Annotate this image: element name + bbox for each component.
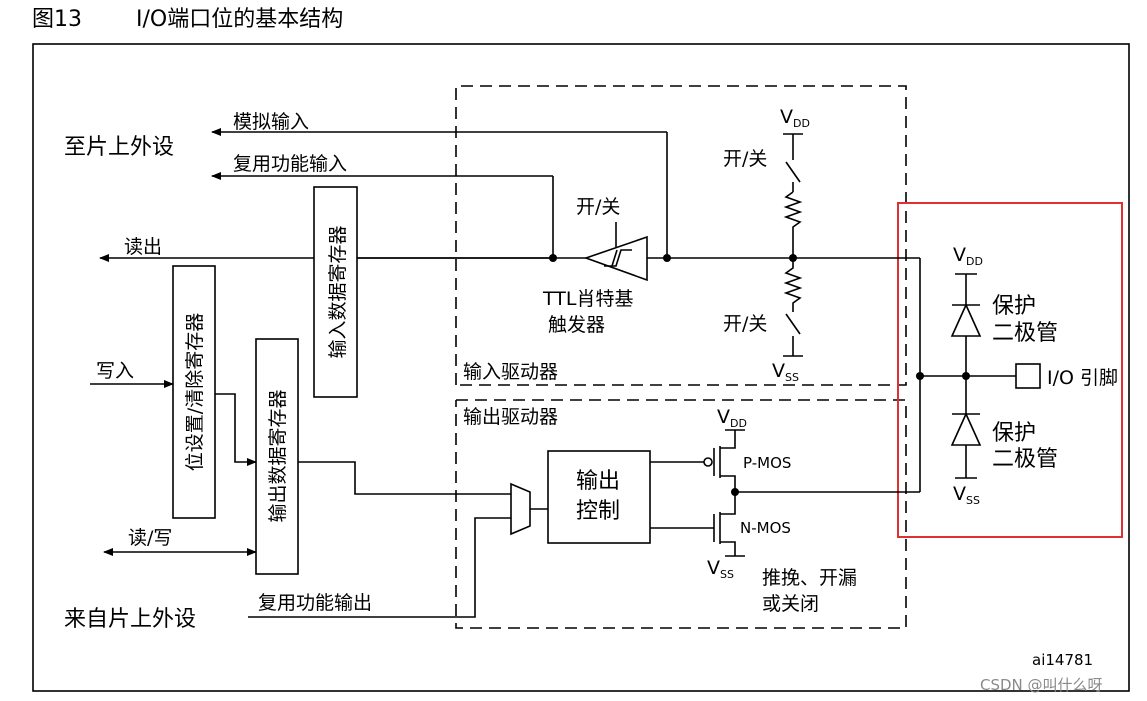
bit-set-reset-register — [172, 265, 216, 519]
pull-down-vss-label: VSS — [772, 360, 799, 384]
from-onchip-peripheral-label: 来自片上外设 — [64, 607, 196, 632]
input-driver-label: 输入驱动器 — [463, 361, 558, 383]
bit-set-reset-register-label: 位设置/清除寄存器 — [184, 313, 206, 471]
pmos-source — [720, 430, 736, 449]
pull-up-vdd-label: VDD — [780, 106, 810, 130]
input-data-register-label: 输入数据寄存器 — [327, 225, 349, 358]
output-mode-line2: 或关闭 — [762, 593, 819, 615]
schmitt-switch-label: 开/关 — [576, 196, 620, 218]
pull-up-switch-label: 开/关 — [723, 148, 767, 170]
protection-diode-top — [950, 303, 982, 337]
schmitt-trigger — [583, 235, 648, 282]
output-control-block — [547, 450, 651, 544]
protection-top-label-line2: 二极管 — [992, 321, 1058, 346]
to-onchip-peripheral-label: 至片上外设 — [64, 135, 174, 160]
protection-bottom-label-line2: 二极管 — [992, 447, 1058, 472]
output-data-register-label: 输出数据寄存器 — [267, 389, 289, 522]
pull-up-switch — [785, 161, 801, 183]
pmos-label: P-MOS — [743, 454, 791, 472]
output-control-line1: 输出 — [576, 469, 620, 494]
af-output-line — [248, 517, 511, 618]
pmos-vdd-label: VDD — [717, 406, 747, 430]
output-register-to-mux-line — [298, 461, 511, 495]
protection-diode-bottom — [950, 412, 982, 446]
protection-vss-label: VSS — [953, 483, 980, 507]
csdn-watermark: CSDN @叫什么呀 — [980, 676, 1103, 694]
pmos-gate-bubble — [703, 457, 713, 467]
schmitt-hysteresis-icon — [604, 249, 632, 267]
read-write-label: 读/写 — [128, 527, 172, 549]
output-mode-line1: 推挽、开漏 — [762, 567, 857, 589]
nmos-label: N-MOS — [740, 519, 791, 537]
af-output-label: 复用功能输出 — [258, 592, 372, 614]
nmos-source — [720, 541, 736, 556]
protection-top-label-line1: 保护 — [992, 294, 1036, 319]
pull-down-resistor — [783, 258, 803, 312]
schmitt-name-line1: TTL肖特基 — [542, 288, 633, 310]
pull-up-resistor — [783, 191, 803, 258]
schmitt-name-line2: 触发器 — [548, 314, 605, 336]
af-input-label: 复用功能输入 — [233, 153, 347, 175]
figure-frame — [32, 43, 1130, 692]
input-data-register — [313, 186, 358, 398]
figure-title: I/O端口位的基本结构 — [136, 7, 343, 32]
read-label: 读出 — [124, 236, 162, 258]
bit-set-to-output-register-line — [215, 393, 257, 466]
output-mux — [510, 482, 531, 536]
protection-bottom-label-line1: 保护 — [992, 421, 1036, 446]
write-label: 写入 — [96, 360, 134, 382]
protection-highlight-box — [897, 202, 1123, 538]
output-driver-label: 输出驱动器 — [463, 406, 558, 428]
figure-number: 图13 — [32, 7, 82, 32]
nmos-vss-label: VSS — [707, 557, 734, 581]
output-data-register — [255, 338, 299, 575]
input-driver-region — [455, 85, 907, 386]
output-control-line2: 控制 — [576, 499, 620, 524]
pull-down-switch-label: 开/关 — [723, 313, 767, 335]
analog-input-label: 模拟输入 — [233, 111, 309, 133]
junction-analog-input — [663, 254, 671, 262]
junction-pin-left — [916, 372, 924, 380]
io-pin-pad — [1015, 363, 1041, 389]
io-pin-label: I/O 引脚 — [1047, 367, 1118, 389]
pull-down-switch — [785, 313, 801, 335]
protection-vdd-label: VDD — [953, 244, 983, 268]
output-driver-region — [455, 399, 907, 629]
figure-code: ai14781 — [1032, 651, 1093, 669]
